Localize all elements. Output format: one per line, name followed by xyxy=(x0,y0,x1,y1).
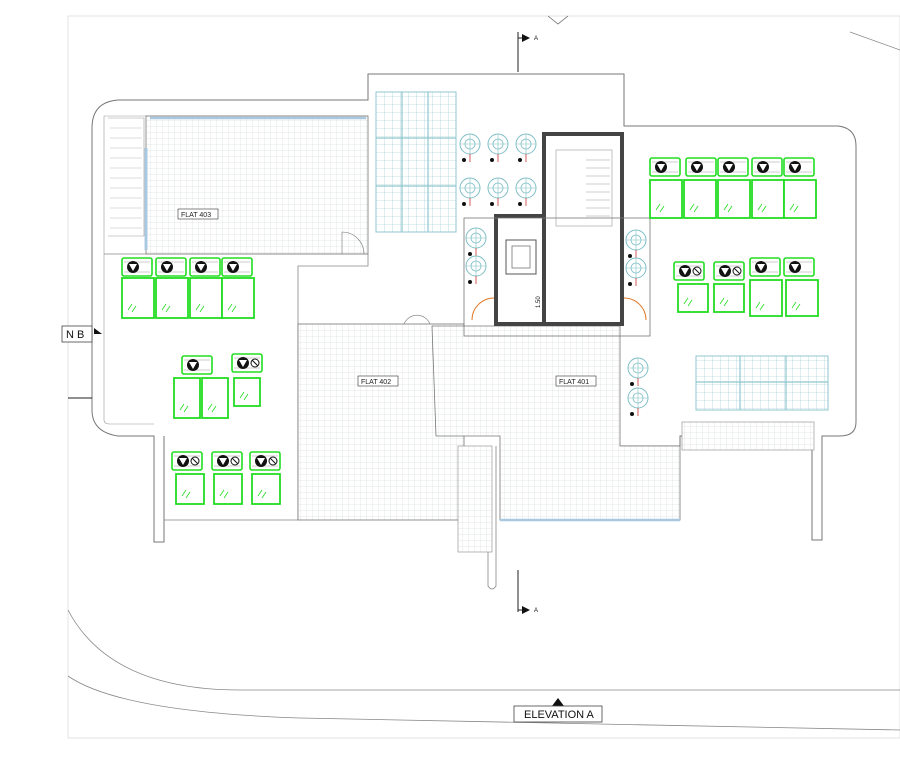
site-curve-inner xyxy=(67,675,900,731)
section-marker-a-top: A xyxy=(517,32,538,72)
flat-402-label: FLAT 402 xyxy=(361,379,391,386)
ac-condenser-unit xyxy=(677,283,709,313)
water-tank xyxy=(465,255,487,284)
ac-condenser-unit xyxy=(785,279,819,317)
svg-text:N B: N B xyxy=(66,329,84,341)
door-403 xyxy=(341,231,365,255)
ac-fan-unit xyxy=(749,257,781,277)
site-curve-outer xyxy=(67,609,900,691)
ac-fan-unit xyxy=(751,157,783,177)
ac-fan-unit xyxy=(171,451,203,471)
ac-fan-unit xyxy=(221,257,253,277)
ac-condenser-unit xyxy=(251,473,281,505)
ac-condenser-unit xyxy=(121,277,155,319)
flat-403-area xyxy=(145,115,369,255)
ac-fan-unit xyxy=(181,355,213,375)
flat-401-tag xyxy=(555,375,597,387)
water-tank xyxy=(515,177,537,206)
ac-fan-unit xyxy=(231,353,263,373)
sheet-border xyxy=(67,15,900,739)
section-marker-b: N B xyxy=(61,325,102,399)
ac-fan-unit xyxy=(673,261,705,281)
ac-fan-unit xyxy=(783,257,815,277)
ac-condenser-unit xyxy=(783,179,817,219)
left-terrace xyxy=(104,253,369,521)
section-marker-a-bottom: A xyxy=(517,570,538,614)
site-boundary xyxy=(849,31,900,51)
water-tank xyxy=(625,257,647,286)
ac-fan-unit xyxy=(717,157,749,177)
stair-steps-403 xyxy=(110,127,142,229)
door-core-right xyxy=(623,297,647,321)
central-stair-rail xyxy=(487,446,497,590)
ac-condenser-unit xyxy=(233,377,261,407)
water-tank xyxy=(487,133,509,162)
flat-402-tag xyxy=(357,375,399,387)
core-landing xyxy=(463,217,651,337)
ac-fan-unit xyxy=(713,261,745,281)
lift-car xyxy=(505,239,537,275)
ac-condenser-unit xyxy=(713,283,745,313)
ac-fan-unit xyxy=(121,257,153,277)
ac-fan-unit xyxy=(783,157,815,177)
flat-403-tag xyxy=(177,208,219,220)
ac-condenser-unit xyxy=(173,377,201,419)
building-outline xyxy=(118,73,857,541)
ac-fan-unit xyxy=(649,157,681,177)
door-402 xyxy=(403,314,431,325)
water-tank xyxy=(459,177,481,206)
ac-fan-unit xyxy=(249,451,281,471)
svg-text:ELEVATION A: ELEVATION A xyxy=(524,709,595,721)
door-core-left xyxy=(471,297,495,321)
ac-condenser-unit xyxy=(751,179,785,219)
central-stair xyxy=(457,445,493,553)
ac-condenser-unit xyxy=(213,473,243,505)
svg-text:A: A xyxy=(534,608,538,614)
building-outline-left xyxy=(91,99,165,543)
stair-403 xyxy=(108,117,145,237)
solar-panel-block-right xyxy=(695,355,829,411)
ac-condenser-unit xyxy=(683,179,717,219)
ac-condenser-unit xyxy=(221,277,255,319)
water-tank xyxy=(625,229,647,258)
ac-condenser-unit xyxy=(189,277,223,319)
elevation-a-marker: ELEVATION A xyxy=(513,698,603,723)
flat-403-label: FLAT 403 xyxy=(181,212,211,219)
water-tank xyxy=(627,357,649,386)
ac-condenser-unit xyxy=(749,279,783,317)
stair-steps-core xyxy=(555,149,613,227)
ac-unit-group xyxy=(121,157,819,505)
ac-condenser-unit xyxy=(649,179,683,219)
water-tank xyxy=(487,177,509,206)
ac-fan-unit xyxy=(189,257,221,277)
water-tank-group xyxy=(459,133,649,416)
dimension-label: 1.50 xyxy=(536,296,542,308)
water-tank xyxy=(515,133,537,162)
ac-condenser-unit xyxy=(175,473,205,505)
ac-fan-unit xyxy=(155,257,187,277)
water-tank xyxy=(627,387,649,416)
north-notch xyxy=(547,15,569,25)
ac-fan-unit xyxy=(685,157,717,177)
solar-panel-block-top xyxy=(375,91,457,233)
ac-condenser-unit xyxy=(155,277,189,319)
water-tank xyxy=(459,133,481,162)
flat-401-label: FLAT 401 xyxy=(559,379,589,386)
water-tank xyxy=(465,227,487,256)
ac-condenser-unit xyxy=(717,179,751,219)
svg-text:A: A xyxy=(534,36,538,42)
ac-condenser-unit xyxy=(201,377,229,419)
right-stair xyxy=(681,421,815,451)
ac-fan-unit xyxy=(211,451,243,471)
